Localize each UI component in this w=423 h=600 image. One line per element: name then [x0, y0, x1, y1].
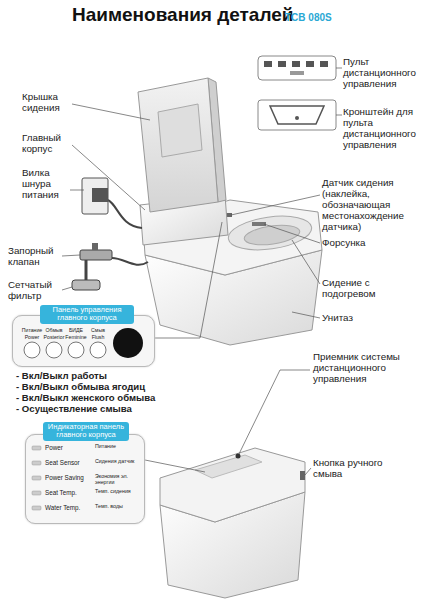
heated-seat: [226, 211, 314, 254]
part-name: Датчик сидения (наклейка, обозначающая м…: [322, 178, 422, 233]
button-label: Feminine: [64, 335, 88, 341]
leader-line: [292, 240, 320, 284]
indicator-name: Экономия эл. энергии: [95, 474, 141, 486]
part-name: Кнопка ручного смыва: [313, 458, 413, 480]
remote-key: [320, 61, 328, 67]
indicator-name: Сидения датчик: [95, 459, 141, 465]
button-label: Power: [20, 335, 44, 341]
closed-lid: [160, 448, 305, 522]
leader-line: [305, 468, 311, 475]
button-label: БИДЕ: [64, 328, 88, 334]
part-name: Крышка сидения: [22, 92, 82, 114]
part-name: Сетчатый фильтр: [8, 280, 68, 302]
button-label: Flush: [86, 335, 110, 341]
indicator-name: Питание: [95, 444, 141, 450]
water-hose: [112, 258, 148, 265]
part-name: Приемник системы дистанционного управлен…: [313, 352, 419, 385]
indicator-led: [32, 461, 41, 465]
function-item: - Вкл/Выкл женского обмыва: [16, 393, 176, 404]
indicator-name: Power Saving: [45, 474, 93, 481]
leader-line: [62, 287, 72, 290]
leader-line: [336, 115, 342, 116]
valve-pipe: [85, 260, 88, 280]
button-label: Posterior: [42, 335, 66, 341]
indicator-led: [32, 476, 41, 480]
bracket-hole: [295, 116, 299, 120]
leader-line: [145, 460, 205, 472]
indicator-name: Seat Temp.: [45, 489, 93, 496]
remote-control: [258, 56, 336, 80]
model-number: TCB 080S: [285, 12, 345, 23]
bracket-frame: [270, 106, 324, 124]
power-plug: [92, 188, 108, 202]
indicator-name: Темп. сидения: [95, 489, 141, 495]
function-item: - Осуществление смыва: [16, 404, 176, 415]
remote-receiver: [236, 454, 241, 459]
panel-button: [24, 342, 40, 358]
button-label: Питание: [20, 328, 44, 334]
part-name: Вилка шнура питания: [22, 168, 77, 201]
wall-socket: [82, 178, 108, 214]
indicator-panel: Индикаторная панель главного корпуса: [25, 422, 145, 524]
leader-line: [62, 255, 80, 256]
button-label: Обмыв: [42, 328, 66, 334]
leader-line: [292, 312, 320, 318]
leader-line: [336, 68, 342, 69]
button-label: Смыв: [86, 328, 110, 334]
part-name: Пульт дистанционного управления: [343, 57, 423, 90]
remote-key: [264, 61, 272, 67]
panel-button: [90, 342, 106, 358]
valve-handle: [92, 243, 98, 250]
indicator-name: Power: [45, 444, 93, 451]
manual-flush-button: [300, 471, 305, 480]
lid-window: [158, 104, 202, 157]
indicator-name: Темп. воды: [95, 504, 141, 510]
indicator-led: [32, 446, 41, 450]
indicator-led: [32, 506, 41, 510]
leader-line: [231, 195, 320, 215]
indicator-strip: [195, 455, 262, 478]
part-name: Унитаз: [322, 313, 422, 324]
seat-opening: [243, 222, 301, 248]
part-name: Сидение с подогревом: [322, 278, 422, 300]
remote-key: [292, 61, 300, 67]
stop-valve: [80, 250, 112, 260]
indicator-led: [32, 491, 41, 495]
leader-line: [70, 190, 84, 191]
mesh-filter: [72, 280, 100, 290]
remote-key: [278, 61, 286, 67]
panel-heading: Панель управления главного корпуса: [40, 305, 134, 324]
panel-display: [113, 328, 143, 358]
function-item: - Вкл/Выкл обмыва ягодиц: [16, 382, 176, 393]
remote-key: [290, 71, 304, 75]
part-name: Кронштейн для пульта дистанционного упра…: [343, 107, 423, 151]
part-name: Запорный клапан: [8, 246, 68, 268]
indicator-name: Water Temp.: [45, 504, 93, 511]
remote-bracket: [258, 100, 336, 130]
leader-line: [72, 145, 145, 210]
power-cord: [108, 200, 142, 228]
panel-button: [46, 342, 62, 358]
function-item: - Вкл/Выкл работы: [16, 371, 176, 382]
leader-line: [155, 222, 222, 338]
nozzle: [252, 222, 266, 226]
part-name: Форсунка: [322, 238, 422, 249]
panel-heading: Индикаторная панель главного корпуса: [43, 422, 129, 441]
part-name: Главный корпус: [22, 133, 82, 155]
leader-line: [72, 104, 150, 120]
diagram-title: Наименования деталей: [72, 4, 294, 26]
panel-button: [68, 342, 84, 358]
seat-lid: [138, 78, 218, 212]
indicator-name: Seat Sensor: [45, 459, 93, 466]
remote-key: [306, 61, 314, 67]
leader-line: [239, 370, 310, 454]
